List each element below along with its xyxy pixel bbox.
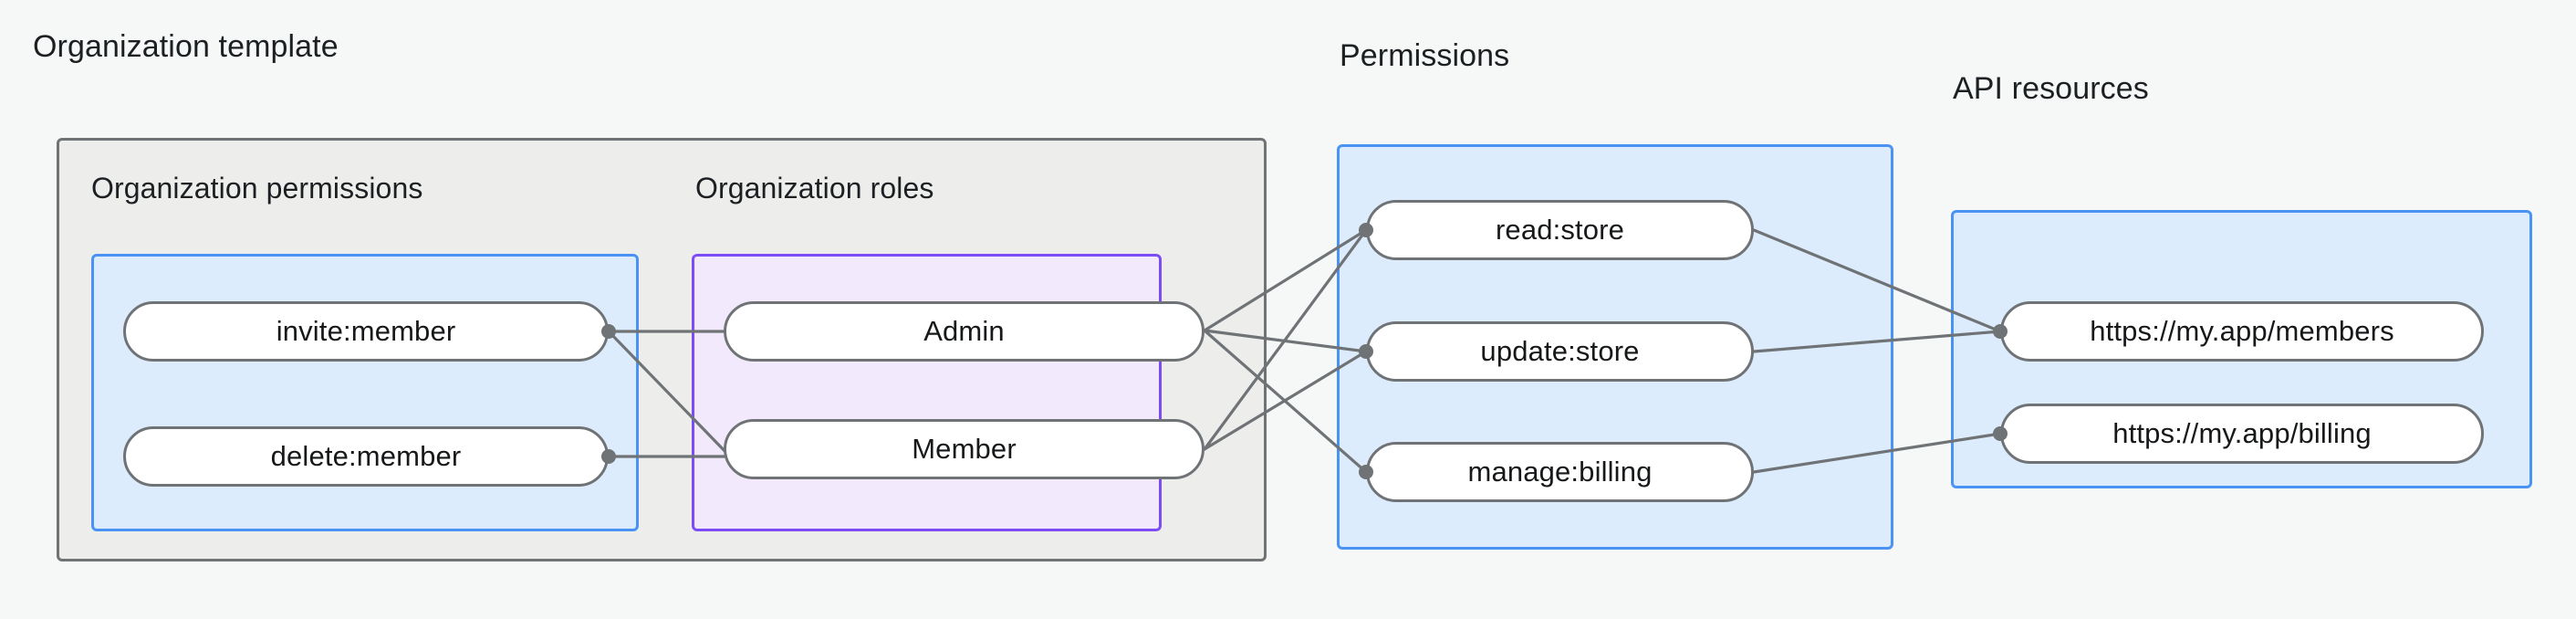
node-manage-billing[interactable]: manage:billing bbox=[1366, 442, 1754, 502]
node-members-url-label: https://my.app/members bbox=[2090, 315, 2394, 347]
node-billing-url-label: https://my.app/billing bbox=[2112, 417, 2372, 449]
port-dot-invite-member bbox=[601, 324, 616, 339]
node-admin-label: Admin bbox=[923, 315, 1005, 347]
node-invite-member-label: invite:member bbox=[276, 315, 456, 347]
organization-permissions-group bbox=[91, 254, 639, 531]
port-dot-billing-url bbox=[1993, 426, 2008, 441]
organization-roles-label: Organization roles bbox=[695, 172, 934, 205]
permissions-title: Permissions bbox=[1340, 38, 1510, 73]
node-invite-member[interactable]: invite:member bbox=[123, 301, 609, 362]
node-read-store-label: read:store bbox=[1495, 214, 1625, 246]
port-dot-members-url bbox=[1993, 324, 2008, 339]
node-read-store[interactable]: read:store bbox=[1366, 200, 1754, 260]
node-billing-url[interactable]: https://my.app/billing bbox=[2000, 404, 2484, 464]
api-resources-title: API resources bbox=[1953, 71, 2149, 106]
port-dot-read-store bbox=[1359, 223, 1373, 237]
node-delete-member[interactable]: delete:member bbox=[123, 426, 609, 487]
organization-roles-group bbox=[692, 254, 1162, 531]
node-member[interactable]: Member bbox=[724, 419, 1205, 479]
node-admin[interactable]: Admin bbox=[724, 301, 1205, 362]
node-update-store[interactable]: update:store bbox=[1366, 321, 1754, 382]
port-dot-manage-billing bbox=[1359, 465, 1373, 479]
node-manage-billing-label: manage:billing bbox=[1467, 456, 1653, 488]
organization-template-title: Organization template bbox=[33, 29, 339, 64]
node-delete-member-label: delete:member bbox=[270, 440, 462, 472]
organization-permissions-label: Organization permissions bbox=[91, 172, 423, 205]
node-members-url[interactable]: https://my.app/members bbox=[2000, 301, 2484, 362]
node-member-label: Member bbox=[912, 433, 1017, 465]
port-dot-delete-member bbox=[601, 449, 616, 464]
node-update-store-label: update:store bbox=[1480, 335, 1640, 367]
port-dot-update-store bbox=[1359, 344, 1373, 359]
